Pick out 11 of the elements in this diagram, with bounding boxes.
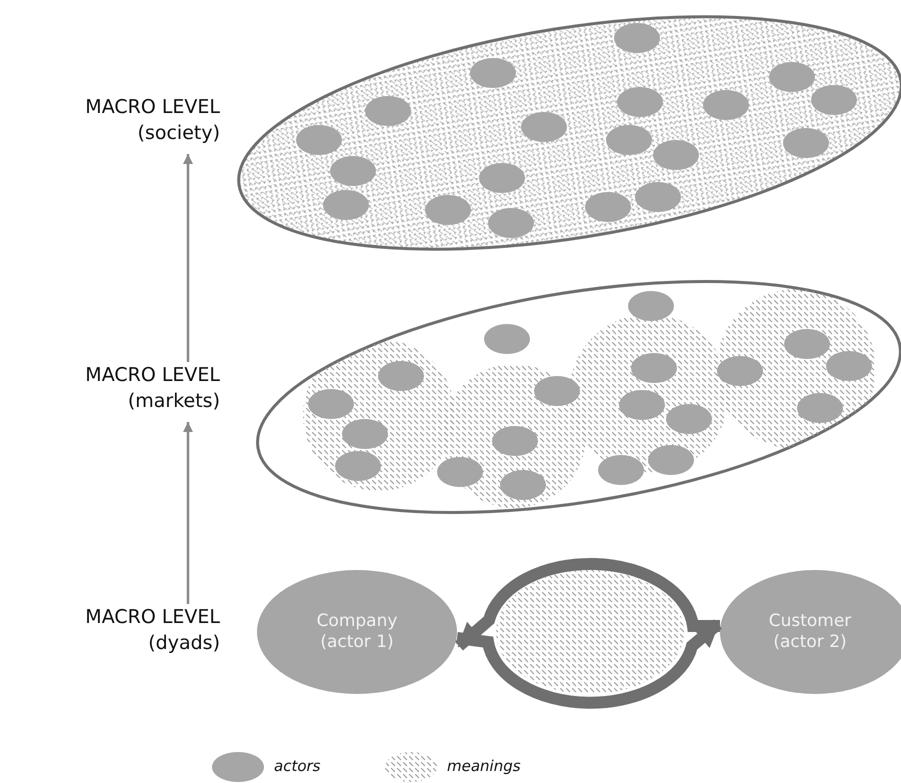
legend-label: meanings xyxy=(447,757,521,775)
arrow xyxy=(183,154,193,362)
level-label: MACRO LEVEL (dyads) xyxy=(84,605,220,656)
actor-label: Company (actor 1) xyxy=(316,611,398,653)
legend-label: actors xyxy=(274,757,320,775)
arrow xyxy=(183,422,193,604)
level-label: MACRO LEVEL (markets) xyxy=(84,363,220,414)
arrow xyxy=(456,619,722,709)
actor-label: Customer (actor 2) xyxy=(768,611,852,653)
arrow xyxy=(455,558,720,651)
level-label: MACRO LEVEL (society) xyxy=(84,95,220,146)
